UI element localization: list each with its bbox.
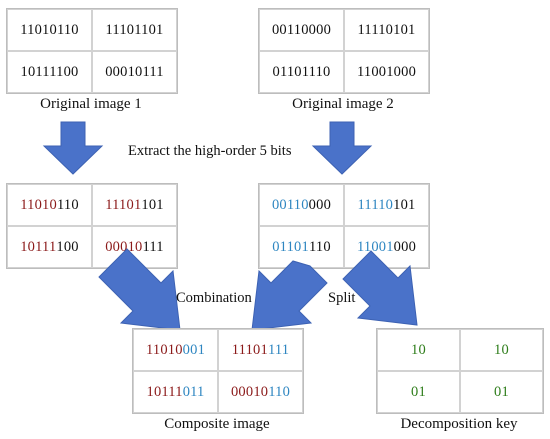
original-image-1-grid: 11010110 11101101 10111100 00010111 xyxy=(6,8,178,94)
grid-cell: 00110000 xyxy=(259,9,344,51)
low-bits: 101 xyxy=(393,196,416,213)
low-bits: 111 xyxy=(267,341,290,358)
down-arrow-right xyxy=(311,121,373,175)
split-label: Split xyxy=(328,290,356,306)
grid-cell: 01 xyxy=(377,371,460,413)
high-bits: 11110 xyxy=(357,196,394,213)
grid-cell: 00010111 xyxy=(92,51,177,93)
grid-cell: 11001000 xyxy=(344,51,429,93)
decomposition-key-caption: Decomposition key xyxy=(400,416,518,432)
low-bits: 000 xyxy=(393,238,417,255)
grid-cell: 10111100 xyxy=(7,51,92,93)
decomposition-key-grid: 10 10 01 01 xyxy=(376,328,544,414)
combination-label: Combination xyxy=(176,290,252,306)
high-bits: 00010 xyxy=(105,238,143,255)
high-bits: 00010 xyxy=(230,383,269,400)
composite-image-caption: Composite image xyxy=(164,416,270,432)
high-bits: 11010 xyxy=(145,341,183,358)
high-bits: 11101 xyxy=(105,196,142,213)
grid-cell: 10 xyxy=(377,329,460,371)
low-bits: 100 xyxy=(56,238,79,255)
high-bits: 01101 xyxy=(272,238,309,255)
original-image-2-grid: 00110000 11110101 01101110 11001000 xyxy=(258,8,430,94)
low-bits: 110 xyxy=(268,383,291,400)
low-bits: 110 xyxy=(308,238,331,255)
grid-cell: 11010110 xyxy=(7,9,92,51)
grid-cell: 11101101 xyxy=(92,9,177,51)
extract-label: Extract the high-order 5 bits xyxy=(128,143,292,159)
grid-cell: 11110101 xyxy=(344,9,429,51)
low-bits: 011 xyxy=(182,383,205,400)
high-bits: 11101 xyxy=(231,341,268,358)
down-arrow-left xyxy=(42,121,104,175)
high-bits: 10111 xyxy=(146,383,183,400)
low-bits: 000 xyxy=(308,196,332,213)
high-bits: 11010 xyxy=(20,196,57,213)
low-bits: 101 xyxy=(141,196,164,213)
low-bits: 001 xyxy=(182,341,206,358)
low-bits: 110 xyxy=(56,196,79,213)
high-bits: 00110 xyxy=(271,196,309,213)
grid-cell: 10 xyxy=(460,329,543,371)
original-image-2-caption: Original image 2 xyxy=(292,96,394,112)
low-bits: 111 xyxy=(142,238,164,255)
high-bits: 11001 xyxy=(356,238,394,255)
grid-cell: 01101110 xyxy=(259,51,344,93)
original-image-1-caption: Original image 1 xyxy=(40,96,142,112)
grid-cell: 01 xyxy=(460,371,543,413)
high-bits: 10111 xyxy=(20,238,57,255)
